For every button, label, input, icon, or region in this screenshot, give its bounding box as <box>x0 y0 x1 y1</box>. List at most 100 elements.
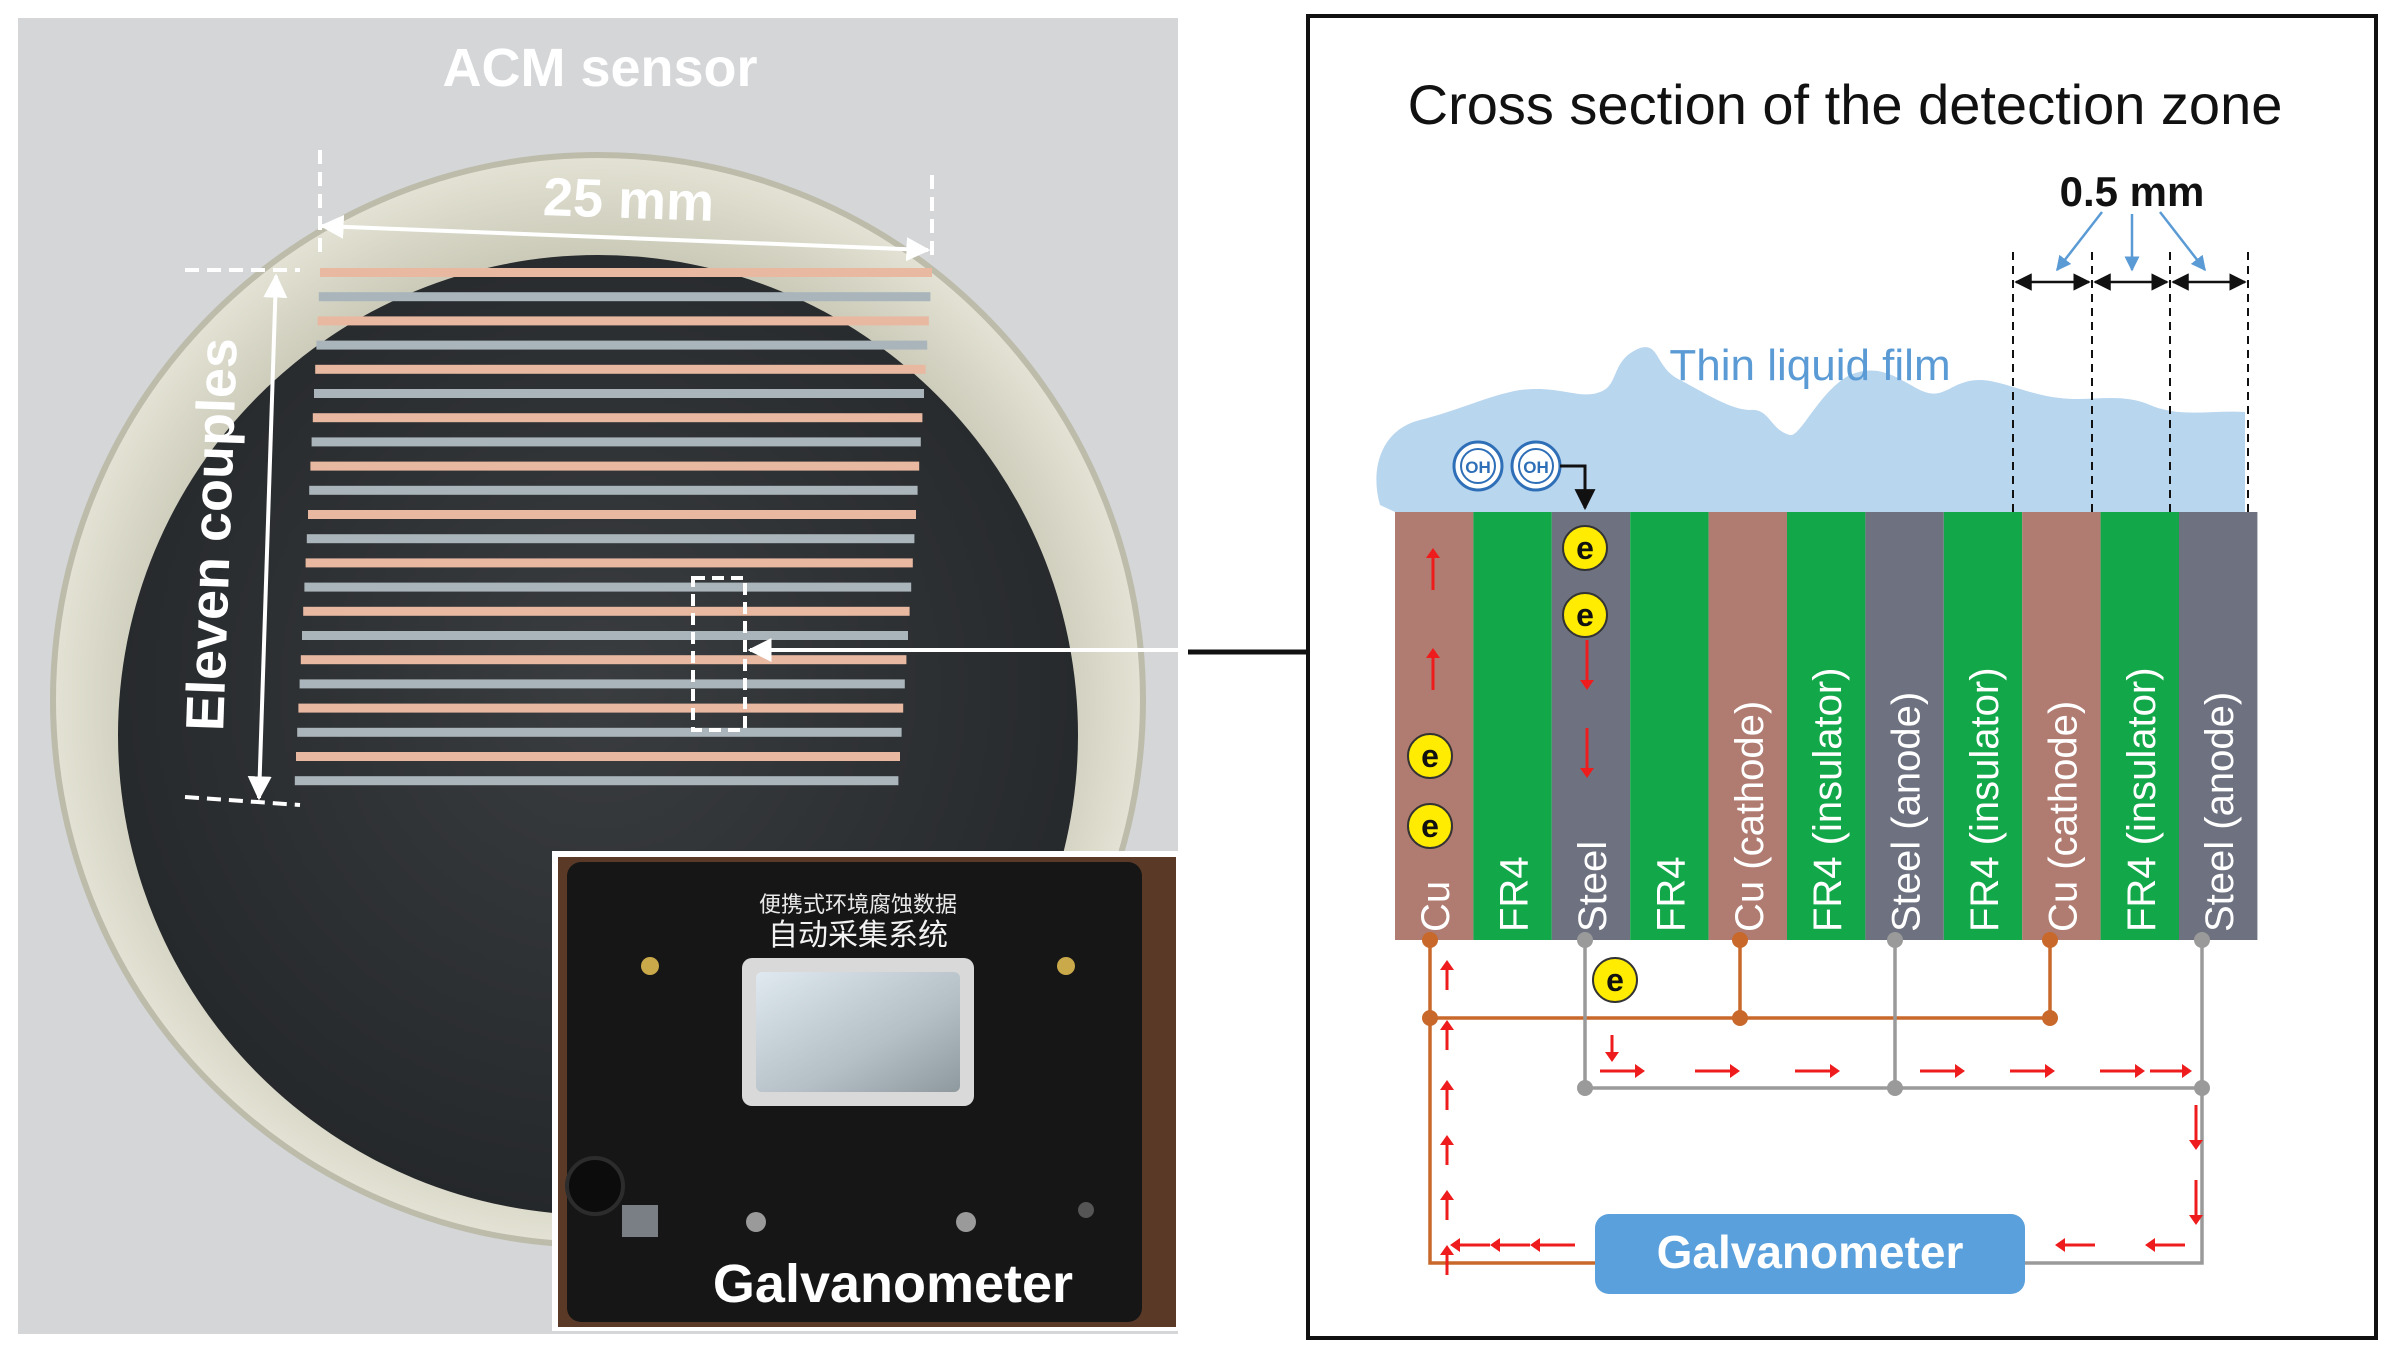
wire-node <box>1732 932 1748 948</box>
electron <box>1562 525 1608 571</box>
film-label: Thin liquid film <box>1669 341 1950 390</box>
layer-steel <box>1865 512 1944 940</box>
device-label: Galvanometer <box>713 1254 1073 1314</box>
wire-node <box>1887 932 1903 948</box>
copper-stripe <box>300 655 907 665</box>
gap-dimension: 0.5 mm <box>2012 168 2249 512</box>
sensor-title: ACM sensor <box>442 38 757 98</box>
wire-node <box>1577 932 1593 948</box>
current-arrowhead <box>1440 1080 1454 1090</box>
current-flow <box>1426 548 2203 1275</box>
layer-steel <box>2179 512 2258 940</box>
ion-path-arrow <box>1560 464 1596 511</box>
layer-label: Steel (anode) <box>1885 692 1929 932</box>
layer-label: FR4 <box>1493 856 1537 932</box>
copper-stripe <box>310 461 920 471</box>
layer-steel <box>1551 512 1631 940</box>
current-arrowhead <box>2055 1238 2065 1252</box>
copper-stripe <box>312 413 923 423</box>
layer-label: FR4 <box>1649 856 1693 932</box>
current-arrowhead <box>1580 680 1594 690</box>
current-arrowhead <box>1426 548 1440 558</box>
current-arrowhead <box>1426 648 1440 658</box>
connector-jack-1 <box>746 1212 766 1232</box>
current-arrowhead <box>1730 1064 1740 1078</box>
hydroxide-ions: OH OH <box>1452 440 1596 511</box>
electron-label: e <box>1576 530 1594 566</box>
width-dimension: 25 mm <box>318 150 934 262</box>
gap-label: 0.5 mm <box>2060 168 2205 215</box>
current-arrowhead <box>2145 1238 2155 1252</box>
oh-label: OH <box>1523 458 1549 477</box>
detection-zone-box <box>691 576 747 732</box>
cu-wire <box>1428 1018 1595 1265</box>
copper-stripe <box>315 364 926 374</box>
steel-wire <box>2025 1088 2204 1265</box>
electron-label: e <box>1421 808 1439 844</box>
steel-stripe <box>309 485 918 495</box>
cross-section-title: Cross section of the detection zone <box>1408 73 2283 136</box>
steel-stripe <box>304 582 912 592</box>
layer-fr4 <box>1473 512 1552 940</box>
electrode-stripes <box>294 268 932 786</box>
wire-node <box>1577 1080 1593 1096</box>
steel-stripe <box>299 679 905 689</box>
device-screen <box>756 972 960 1092</box>
copper-stripe <box>320 268 932 277</box>
wire-node <box>1422 932 1438 948</box>
antenna-port-right <box>1057 957 1075 975</box>
electron-label: e <box>1606 962 1624 998</box>
steel-stripe <box>294 776 899 786</box>
steel-stripe <box>316 340 928 350</box>
layer-fr4 <box>1943 512 2023 940</box>
current-arrowhead <box>2182 1064 2192 1078</box>
current-arrowhead <box>2189 1140 2203 1150</box>
connector-jack-2 <box>956 1212 976 1232</box>
wire-node <box>1422 1010 1438 1026</box>
galvanometer-label: Galvanometer <box>1657 1226 1964 1278</box>
layer-cu <box>1708 512 1787 940</box>
ethernet-port-icon <box>622 1205 658 1237</box>
layer-label: FR4 (insulator) <box>2120 667 2164 932</box>
layer-fr4 <box>1787 512 1866 940</box>
current-arrowhead <box>2045 1064 2055 1078</box>
current-arrowhead <box>1440 1135 1454 1145</box>
steel-stripe <box>311 437 921 447</box>
steel-stripe <box>314 389 924 398</box>
width-label: 25 mm <box>542 167 715 233</box>
liquid-film <box>1376 347 2245 512</box>
round-connector-icon <box>565 1156 625 1216</box>
copper-stripe <box>317 316 929 326</box>
antenna-port-left <box>641 957 659 975</box>
layer-label: FR4 (insulator) <box>1963 667 2007 932</box>
current-arrowhead <box>1605 1052 1619 1062</box>
electron-label: e <box>1421 738 1439 774</box>
galvanometer-box: Galvanometer <box>1595 1214 2025 1294</box>
current-arrowhead <box>1530 1238 1540 1252</box>
electron <box>1562 592 1608 638</box>
galvanometer-photo: 便携式环境腐蚀数据 自动采集系统 Galvanometer <box>552 851 1180 1331</box>
electron <box>1407 733 1453 779</box>
layer-label: FR4 (insulator) <box>1806 667 1850 932</box>
layer-label: Steel <box>1571 841 1615 932</box>
current-arrowhead <box>2135 1064 2145 1078</box>
circuit-wiring <box>1422 932 2210 1265</box>
oh-label: OH <box>1465 458 1491 477</box>
current-arrowhead <box>1440 1020 1454 1030</box>
current-arrowhead <box>1580 768 1594 778</box>
current-arrowhead <box>1490 1238 1500 1252</box>
current-arrowhead <box>1440 1190 1454 1200</box>
wire-node <box>2042 932 2058 948</box>
steel-stripe <box>318 292 931 302</box>
steel-stripe <box>306 534 915 544</box>
current-arrowhead <box>1440 960 1454 970</box>
layer-fr4 <box>2100 512 2179 940</box>
connector-jack-3 <box>1078 1202 1094 1218</box>
current-arrowhead <box>1955 1064 1965 1078</box>
current-arrowhead <box>2189 1215 2203 1225</box>
device-panel-title-2: 自动采集系统 <box>768 919 948 952</box>
steel-stripe <box>302 631 908 640</box>
